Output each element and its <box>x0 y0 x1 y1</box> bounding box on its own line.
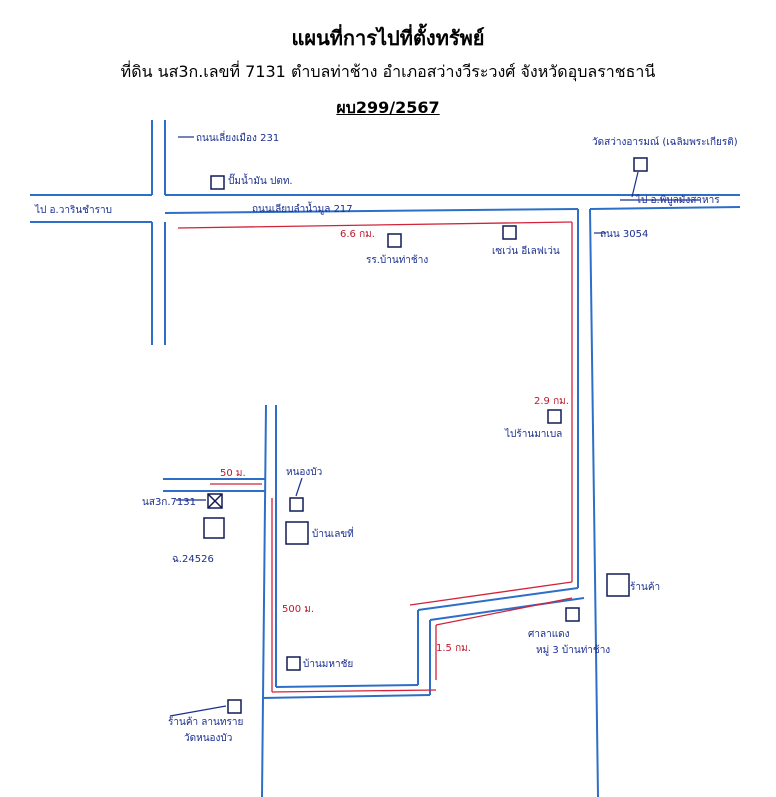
route-line <box>177 221 573 693</box>
distance-bottom: 1.5 กม. <box>436 643 471 654</box>
label-road-3054: ถนน 3054 <box>600 229 648 240</box>
label-village-sub: หมู่ 3 บ้านท่าช้าง <box>536 644 610 656</box>
label-deed-no: ฉ.24526 <box>172 554 214 565</box>
label-house-b: บ้านมหาชัย <box>303 658 353 670</box>
house-b-box <box>286 656 301 671</box>
map-title: แผนที่การไปที่ตั้งทรัพย์ <box>291 26 485 50</box>
village-box <box>565 607 580 622</box>
label-temple: วัดสว่างอารมณ์ (เฉลิมพระเกียรติ) <box>592 136 738 148</box>
buildings <box>203 157 648 714</box>
temple-bottom-box <box>227 699 242 714</box>
pointer-marks <box>169 136 700 717</box>
label-school: รร.บ้านท่าช้าง <box>366 254 428 266</box>
label-ptt-station: ปั๊มน้ำมัน ปตท. <box>228 173 293 187</box>
label-plot-no: นส3ก.7131 <box>142 497 196 508</box>
distance-top: 6.6 กม. <box>340 229 375 240</box>
label-main-road: ถนนเลียบลำน้ำมูล 217 <box>252 201 353 215</box>
big-house-box <box>285 521 309 545</box>
label-shop-bottom: ร้านค้า ลานทราย <box>168 716 243 728</box>
label-temple-bottom: วัดหนองบัว <box>184 733 232 744</box>
plot-box <box>207 493 223 509</box>
label-to-phibun: ไป อ.พิบูลมังสาหาร <box>635 194 720 206</box>
school-box <box>387 233 402 248</box>
right-office-box <box>606 573 630 597</box>
label-village: ศาลาแดง <box>528 629 570 640</box>
deed-box <box>203 517 225 539</box>
map-subtitle: ที่ดิน นส3ก.เลขที่ 7131 ตำบลท่าช้าง อำเภ… <box>120 62 656 81</box>
distance-left-vertical: 500 ม. <box>282 604 314 615</box>
roads <box>30 120 741 797</box>
distance-plot-side: 50 ม. <box>220 468 246 479</box>
label-road-231: ถนนเลี่ยงเมือง 231 <box>196 130 279 144</box>
label-seven-eleven: เซเว่น อีเลฟเว่น <box>492 245 560 257</box>
seven-eleven-box <box>502 225 517 240</box>
temple-box <box>633 157 648 172</box>
label-yellow-shop: ไปร้านมาเบล <box>504 428 562 440</box>
label-big-house: บ้านเลขที่ <box>312 526 354 540</box>
label-to-warin: ไป อ.วารินชำราบ <box>34 204 112 216</box>
label-small-house: หนองบัว <box>286 467 322 478</box>
case-number: ผบ299/2567 <box>336 98 440 117</box>
small-house-box <box>289 497 304 512</box>
distance-labels: 6.6 กม. 2.9 กม. 50 ม. 500 ม. 1.5 กม. <box>220 229 569 654</box>
label-store: ร้านค้า <box>630 581 660 593</box>
ptt-station-box <box>210 175 225 190</box>
yellow-shop-box <box>547 409 562 424</box>
distance-right: 2.9 กม. <box>534 396 569 407</box>
map-labels: ถนนเลี่ยงเมือง 231 ปั๊มน้ำมัน ปตท. ไป อ.… <box>34 130 738 744</box>
